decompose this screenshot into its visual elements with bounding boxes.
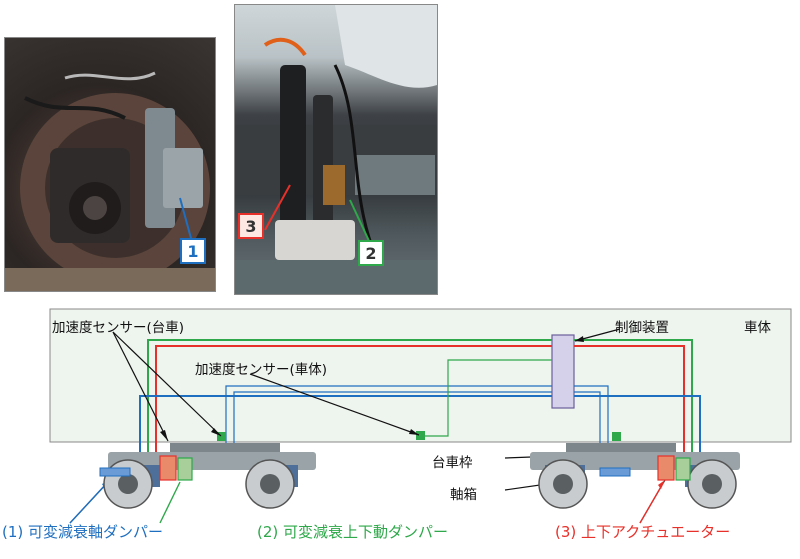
bogie-right xyxy=(530,443,740,509)
accel-sensor-bogie-left xyxy=(217,432,226,441)
photo-left-drawing xyxy=(5,71,215,291)
photo-label-3: 3 xyxy=(238,213,264,239)
control-unit xyxy=(551,334,575,409)
accel-sensor-bogie-right xyxy=(612,432,621,441)
control-unit-label: 制御装置 xyxy=(615,320,669,336)
car-body xyxy=(49,308,792,443)
accel-sensor-body-label: 加速度センサー(車体) xyxy=(195,362,328,378)
photo-right-drawing xyxy=(235,5,437,294)
bogie-left xyxy=(99,443,316,509)
accel-sensor-body xyxy=(416,431,425,440)
legend-vertical-damper: (2) 可変減衰上下動ダンパー xyxy=(257,523,449,541)
photo-label-2: 2 xyxy=(358,240,384,266)
car-body-label: 車体 xyxy=(744,320,771,336)
photo-label-1: 1 xyxy=(180,238,206,264)
photo-actuator-damper xyxy=(234,4,438,295)
photo-axle-damper xyxy=(4,37,216,292)
legend-vertical-actuator: (3) 上下アクチュエーター xyxy=(555,523,731,541)
legend-axle-damper: (1) 可変減衰軸ダンパー xyxy=(2,523,164,541)
axle-box-label: 軸箱 xyxy=(450,487,477,503)
accel-sensor-bogie-label: 加速度センサー(台車) xyxy=(52,320,185,336)
bogie-frame-label: 台車枠 xyxy=(432,455,473,471)
